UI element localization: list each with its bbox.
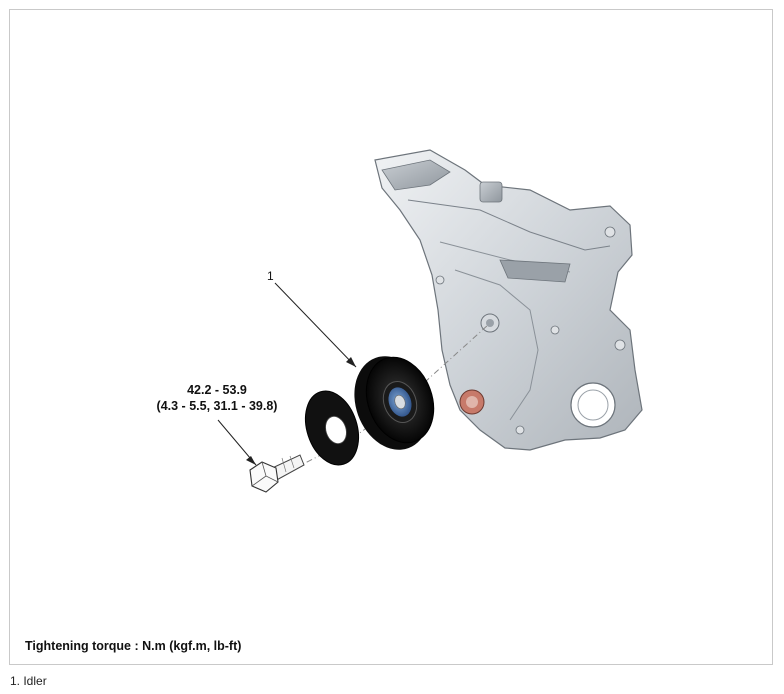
idler-pulley [354,356,435,450]
figure-caption: 1. Idler [10,674,47,688]
torque-value-nm: 42.2 - 53.9 [187,383,247,397]
figure-frame: 1 42.2 - 53.9 (4.3 - 5.5, 31.1 - 39.8) T… [9,9,773,665]
idler-bolt [249,454,305,493]
callout-leader-bolt [217,419,257,466]
pulley-cover-plate [304,390,360,466]
callout-number-idler: 1 [267,269,274,283]
exploded-view-illustration [217,149,643,493]
torque-specification: 42.2 - 53.9 (4.3 - 5.5, 31.1 - 39.8) [137,382,297,414]
timing-cover [374,149,643,451]
callout-leader-idler [274,282,357,368]
torque-value-alt-units: (4.3 - 5.5, 31.1 - 39.8) [156,399,278,413]
tightening-torque-label: Tightening torque : N.m (kgf.m, lb-ft) [25,639,242,653]
